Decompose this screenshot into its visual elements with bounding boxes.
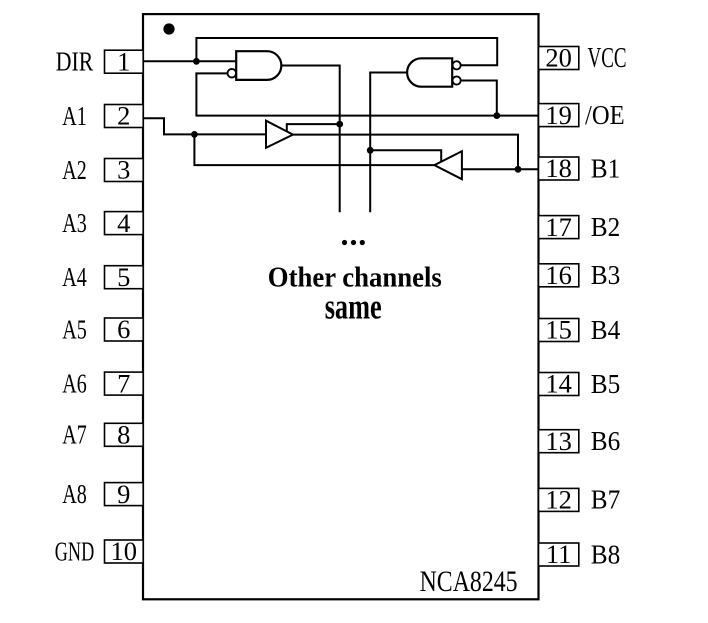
svg-text:B7: B7	[591, 484, 621, 515]
svg-text:1: 1	[117, 46, 130, 76]
svg-text:5: 5	[117, 262, 130, 292]
svg-text:8: 8	[117, 420, 130, 450]
svg-text:A1: A1	[62, 100, 87, 131]
svg-text:Other channels: Other channels	[268, 262, 442, 293]
svg-text:16: 16	[545, 260, 572, 290]
svg-text:6: 6	[117, 314, 130, 344]
svg-text:/OE: /OE	[585, 99, 625, 130]
svg-text:4: 4	[117, 208, 130, 238]
svg-text:B3: B3	[591, 259, 621, 290]
svg-text:13: 13	[545, 426, 572, 456]
svg-text:B4: B4	[591, 314, 621, 345]
svg-text:A3: A3	[62, 207, 87, 238]
svg-text:A4: A4	[62, 261, 87, 292]
svg-text:2: 2	[117, 101, 130, 131]
svg-text:11: 11	[546, 539, 572, 569]
svg-text:NCA8245: NCA8245	[420, 565, 518, 598]
svg-text:A5: A5	[62, 313, 87, 344]
svg-text:B1: B1	[591, 152, 621, 183]
svg-text:same: same	[325, 287, 382, 327]
svg-text:14: 14	[545, 369, 572, 399]
svg-text:12: 12	[545, 485, 572, 515]
svg-text:9: 9	[117, 479, 130, 509]
svg-text:DIR: DIR	[56, 46, 94, 77]
svg-text:20: 20	[545, 43, 572, 73]
svg-text:A8: A8	[62, 478, 87, 509]
svg-text:B2: B2	[591, 211, 621, 242]
svg-text:A2: A2	[62, 154, 87, 185]
svg-text:B5: B5	[591, 368, 621, 399]
svg-text:18: 18	[545, 153, 572, 183]
svg-text:GND: GND	[55, 535, 95, 566]
svg-text:3: 3	[117, 155, 130, 185]
svg-text:17: 17	[545, 212, 572, 242]
svg-text:A6: A6	[62, 367, 87, 398]
svg-text:15: 15	[545, 315, 572, 345]
svg-text:19: 19	[545, 100, 572, 130]
svg-text:10: 10	[111, 536, 138, 566]
svg-text:7: 7	[117, 368, 130, 398]
svg-text:A7: A7	[62, 419, 87, 450]
svg-text:VCC: VCC	[588, 43, 627, 74]
svg-text:B8: B8	[591, 538, 621, 569]
svg-text:B6: B6	[591, 425, 621, 456]
